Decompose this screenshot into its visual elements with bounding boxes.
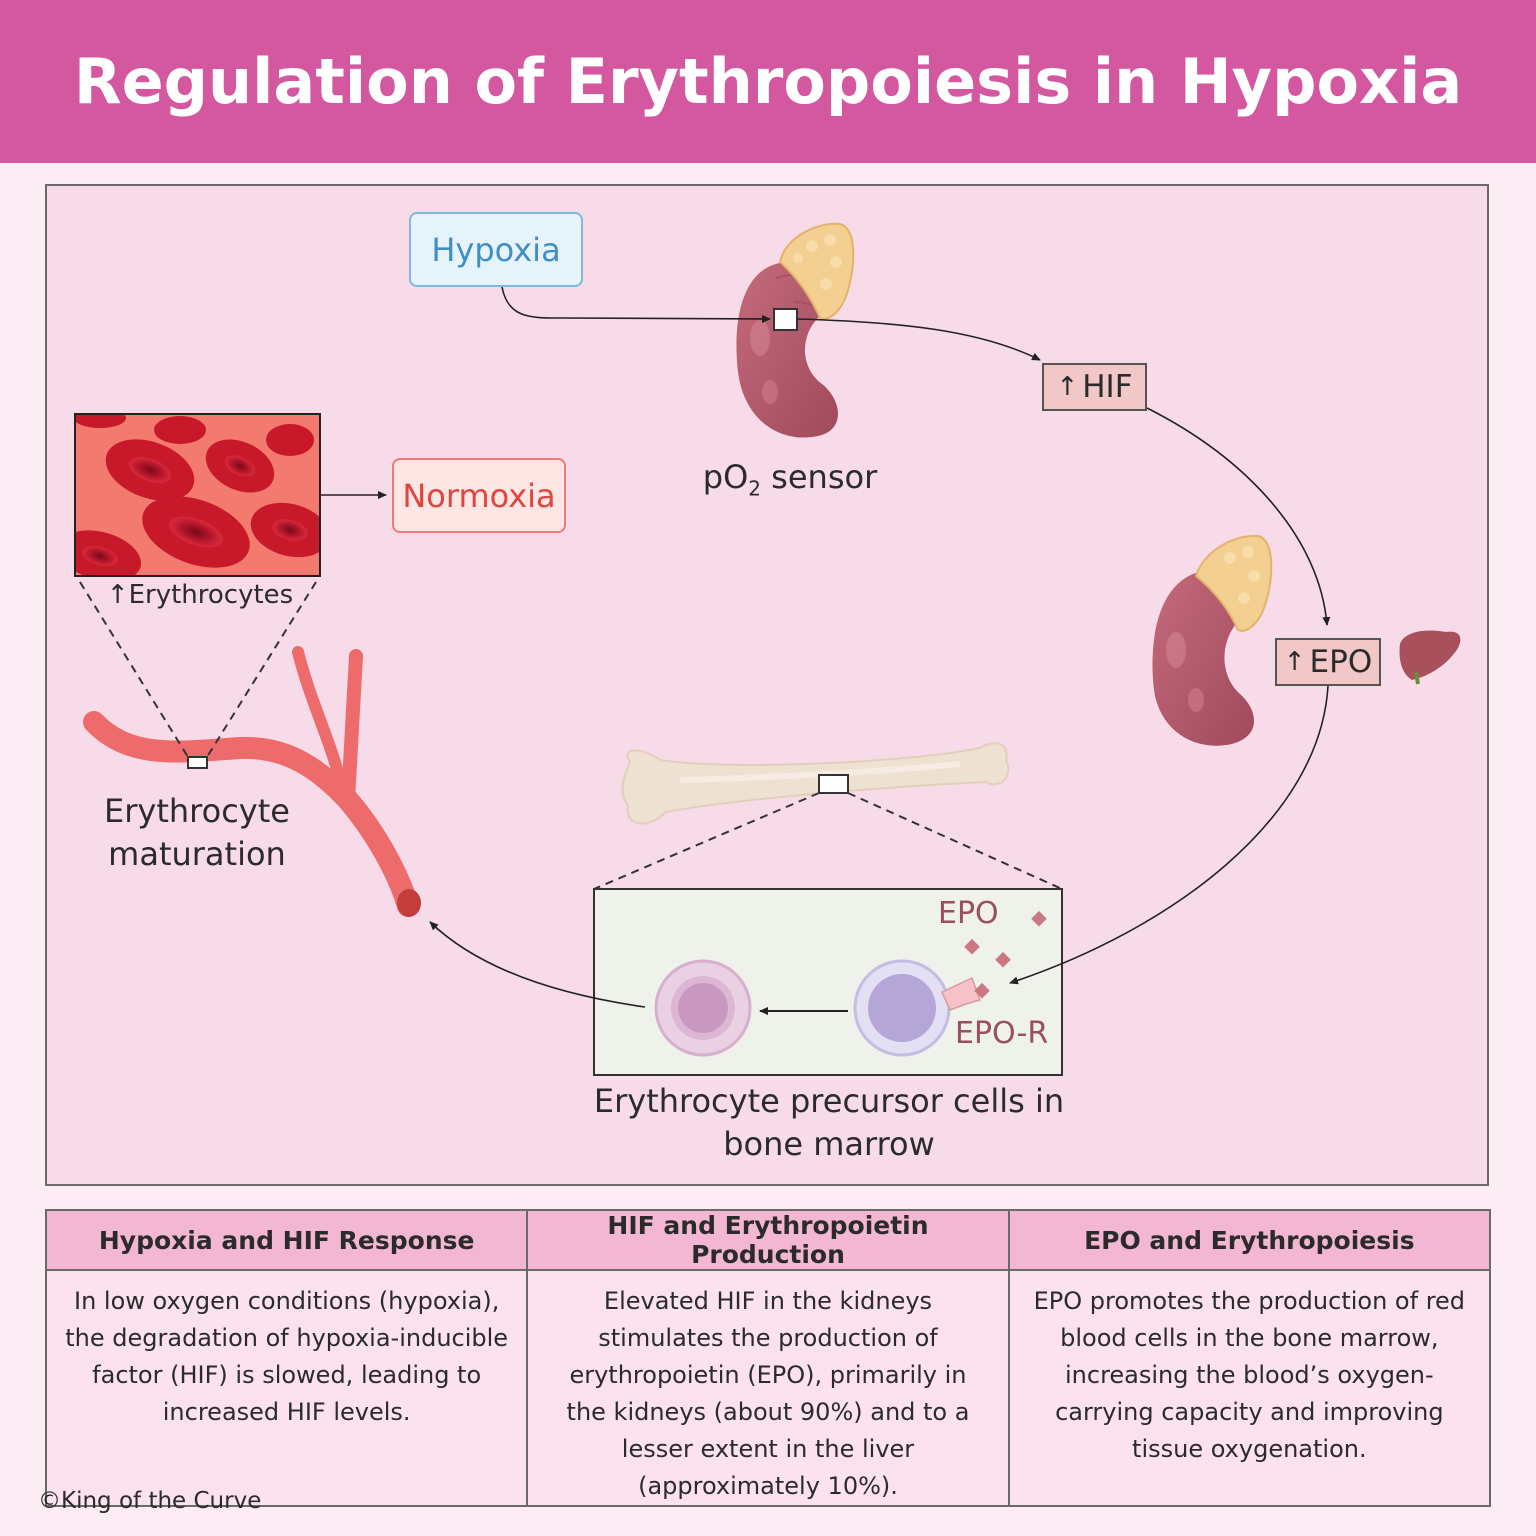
sensor-zoom-box [773, 308, 798, 331]
epo-receptor-icon [941, 976, 981, 1011]
table-cell: EPO promotes the production of red blood… [1007, 1269, 1492, 1507]
bone-zoom-box [818, 774, 849, 794]
arrow-hif-to-epo [1146, 407, 1331, 626]
zoom-line-left [79, 581, 189, 758]
table-cell: Elevated HIF in the kidneys stimulates t… [526, 1269, 1010, 1507]
zoom-line-right [206, 581, 317, 758]
bone-icon [621, 742, 1010, 825]
epo-molecules-icon [964, 910, 1047, 999]
erythrocytes-inset [74, 413, 321, 577]
info-table: Hypoxia and HIF Response HIF and Erythro… [44, 1209, 1492, 1507]
bone-zoom-line-left [593, 792, 820, 890]
copyright-footer: ©King of the Curve [38, 1488, 262, 1514]
bone-zoom-line-right [847, 792, 1063, 890]
sensor-label: pO2 sensor [702, 458, 878, 501]
adrenal-gland-icon [778, 222, 855, 320]
inset-epo-label: EPO [938, 896, 999, 931]
precursor-cell-icon [853, 959, 951, 1057]
hif-label: HIF [1082, 369, 1133, 405]
erythrocytes-label: ↑Erythrocytes [106, 580, 294, 610]
hif-tag: ↑ HIF [1042, 363, 1147, 411]
blood-vessel-icon [83, 646, 421, 917]
normoxia-box: Normoxia [392, 458, 566, 533]
maturation-label: Erythrocyte maturation [104, 792, 290, 873]
page-title: Regulation of Erythropoiesis in Hypoxia [73, 45, 1463, 118]
table-row: In low oxygen conditions (hypoxia), the … [44, 1269, 1492, 1507]
up-arrow-icon: ↑ [1056, 372, 1079, 402]
title-bar: Regulation of Erythropoiesis in Hypoxia [0, 0, 1536, 163]
hypoxia-box: Hypoxia [409, 212, 583, 287]
vessel-zoom-box [187, 756, 208, 769]
adrenal-gland-right-icon [1194, 534, 1273, 632]
up-arrow-icon: ↑ [106, 580, 129, 610]
table-header: EPO and Erythropoiesis [1007, 1209, 1492, 1271]
inset-epor-label: EPO-R [955, 1016, 1049, 1051]
arrow-sensor-to-hif [796, 318, 1041, 361]
arrow-hypoxia-to-sensor [501, 286, 771, 323]
table-header: Hypoxia and HIF Response [44, 1209, 529, 1271]
precursor-label: Erythrocyte precursor cells in bone marr… [593, 1082, 1065, 1163]
table-cell: In low oxygen conditions (hypoxia), the … [44, 1269, 529, 1507]
arrow-marrow-to-vessel [429, 921, 646, 1008]
epo-label: EPO [1309, 644, 1373, 680]
up-arrow-icon: ↑ [1283, 647, 1306, 677]
table-header: HIF and Erythropoietin Production [526, 1209, 1010, 1271]
arrow-epo-to-marrow [1009, 685, 1329, 985]
liver-icon [1399, 630, 1461, 685]
mature-cell-icon [654, 959, 752, 1057]
epo-tag: ↑ EPO [1275, 638, 1381, 686]
